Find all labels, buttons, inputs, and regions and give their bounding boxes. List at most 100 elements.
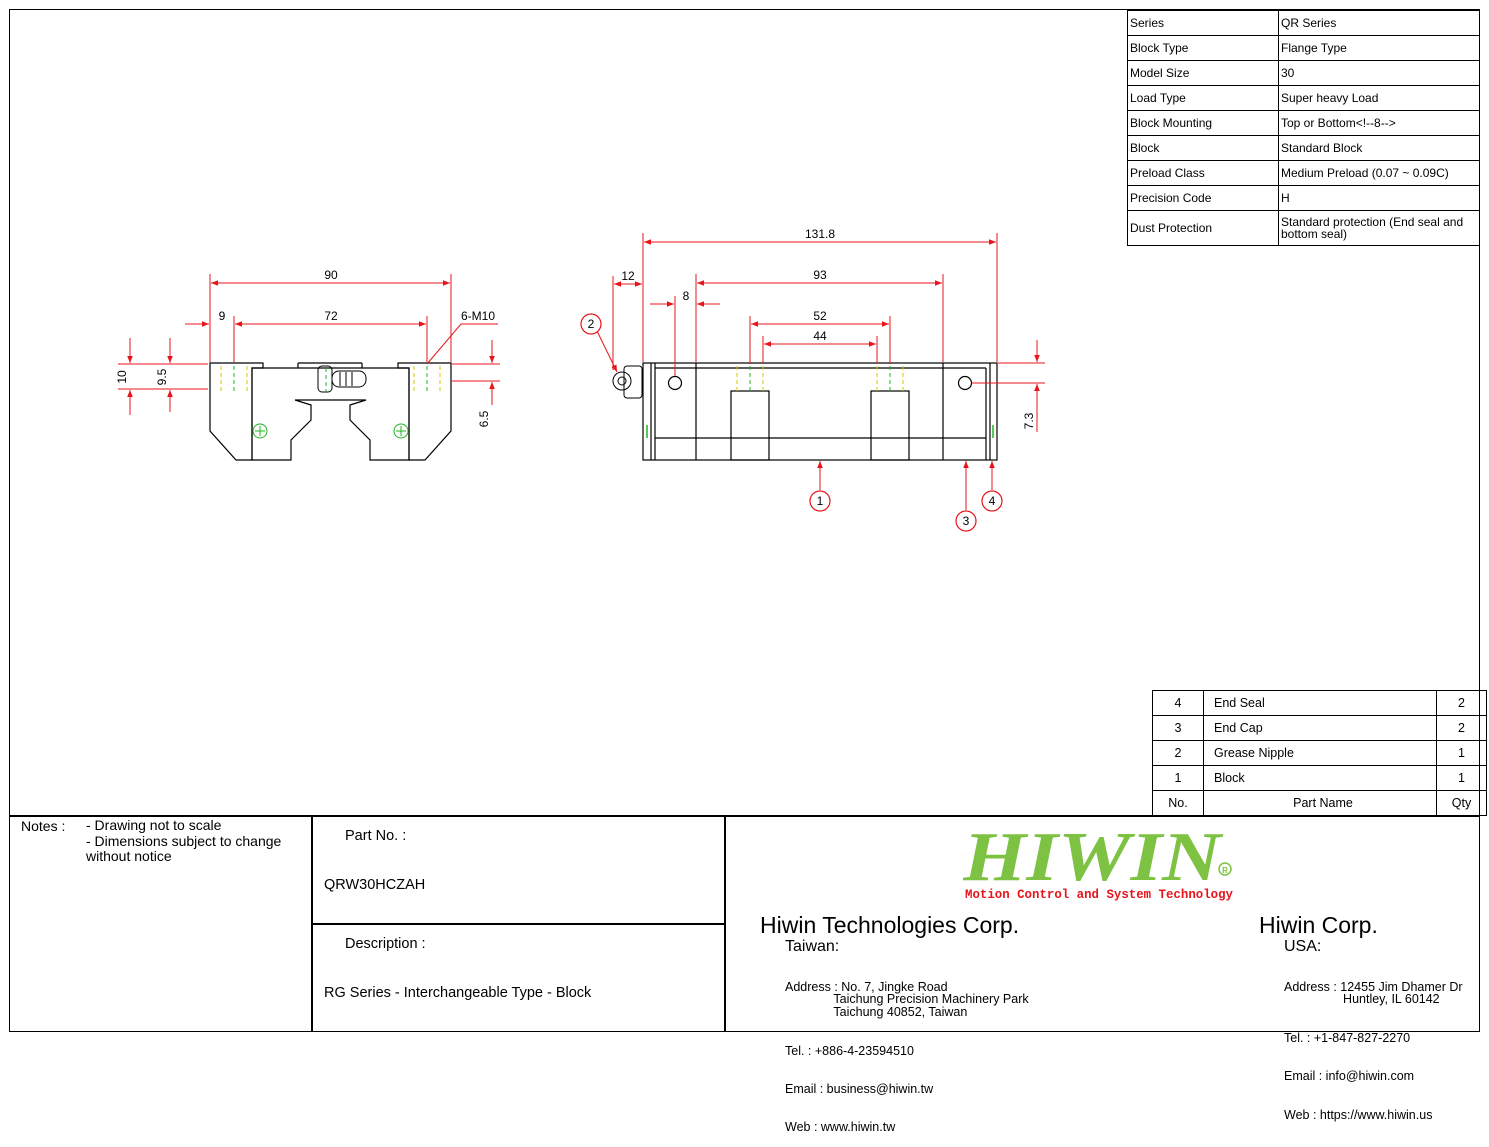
balloon-1-label: 1 [817,494,824,508]
spec-key: Block Type [1127,35,1279,61]
dim-thread-callout: 6-M10 [461,309,495,323]
part-no: 2 [1152,740,1204,766]
dim-hole-spacing-outer: 52 [813,309,827,323]
description-label: Description : [345,936,426,952]
spec-value: 30 [1278,60,1480,86]
part-qty: 1 [1436,740,1487,766]
email-taiwan[interactable]: Email : business@hiwin.tw [785,1081,934,1096]
dim-height-right: 6.5 [477,410,491,427]
part-no-value: QRW30HCZAH [324,877,426,893]
part-no-label: Part No. : [345,828,407,844]
corp-usa-name: Hiwin Corp. [1259,912,1378,938]
notes-list: - Drawing not to scale - Dimensions subj… [86,817,282,865]
front-screw-right [393,423,409,439]
parts-header-qty: Qty [1436,790,1487,816]
description-value: RG Series - Interchangeable Type - Block [324,985,592,1001]
hiwin-logo: HIWIN R Motion Control and System Techno… [963,819,1233,902]
part-qty: 2 [1436,715,1487,741]
parts-header-no: No. [1152,790,1204,816]
part-no: 1 [1152,765,1204,791]
part-no: 3 [1152,715,1204,741]
dim-height-inner: 9.5 [155,368,169,385]
logo-wordmark: HIWIN [963,819,1224,896]
spec-key: Block Mounting [1127,110,1279,136]
spec-key: Precision Code [1127,185,1279,211]
spec-key: Dust Protection [1127,210,1279,246]
balloon-2 [580,313,602,335]
spec-key: Model Size [1127,60,1279,86]
address-lines: Address : 12455 Jim Dhamer Dr Huntley, I… [1284,979,1463,1007]
web-usa[interactable]: Web : https://www.hiwin.us [1284,1107,1433,1122]
logo-tagline: Motion Control and System Technology [965,887,1233,902]
front-grease-nipple [317,365,367,393]
region-usa: USA: [1284,938,1322,955]
spec-value: QR Series [1278,10,1480,36]
spec-value: H [1278,185,1480,211]
dim-height-side: 7.3 [1022,412,1036,429]
side-view: 1 2 3 4 131.8 12 93 8 52 44 7.3 [580,227,1045,532]
part-qty: 1 [1436,765,1487,791]
registered-mark-icon [1218,862,1232,876]
front-flange-right [397,362,452,461]
dim-edge-offset: 9 [219,309,226,323]
email-usa[interactable]: Email : info@hiwin.com [1284,1069,1415,1084]
region-taiwan: Taiwan: [785,938,840,955]
part-qty: 2 [1436,690,1487,716]
technical-drawing: 90 9 72 6-M10 10 9.5 6.5 [115,227,1045,532]
title-block-divider-3 [311,923,725,925]
balloon-1 [809,490,831,512]
parts-header-name: Part Name [1203,790,1437,816]
drawing-frame [9,9,1480,1032]
spec-key: Block [1127,135,1279,161]
dim-nipple-offset: 12 [621,269,635,283]
part-no: 4 [1152,690,1204,716]
tel-taiwan: Tel. : +886-4-23594510 [785,1043,914,1058]
tel-usa: Tel. : +1-847-827-2270 [1284,1030,1411,1045]
part-name: End Cap [1203,715,1437,741]
note-item: - Drawing not to scale [86,817,222,833]
front-screw-left [252,423,268,439]
spec-key: Series [1127,10,1279,36]
address-lines: Address : No. 7, Jingke Road Taichung Pr… [785,979,1029,1020]
dim-overall-length: 131.8 [805,227,835,241]
dim-height-left: 10 [115,370,129,384]
spec-value: Super heavy Load [1278,85,1480,111]
note-item: without notice [86,848,172,864]
dim-hole-spacing: 72 [324,309,338,323]
title-block-top-border [9,815,1480,817]
dim-overall-width: 90 [324,268,338,282]
front-view: 90 9 72 6-M10 10 9.5 6.5 [115,268,500,461]
front-block-body [251,367,410,461]
side-grease-nipple [612,365,643,399]
spec-value: Standard Block [1278,135,1480,161]
spec-key: Preload Class [1127,160,1279,186]
spec-key: Load Type [1127,85,1279,111]
side-block-outline [642,362,998,461]
dim-hole-offset: 8 [683,289,690,303]
part-name: Grease Nipple [1203,740,1437,766]
spec-value: Top or Bottom<!--8--> [1278,110,1480,136]
corp-taiwan-name: Hiwin Technologies Corp. [760,912,1020,938]
spec-value: Standard protection (End seal and bottom… [1278,210,1480,246]
balloon-3-label: 3 [963,514,970,528]
note-item: - Dimensions subject to change [86,832,282,849]
part-name: End Seal [1203,690,1437,716]
web-taiwan[interactable]: Web : www.hiwin.tw [785,1120,896,1135]
dim-body-length: 93 [813,268,827,282]
notes-label: Notes : [21,818,66,834]
address-usa: Address : 12455 Jim Dhamer Dr Huntley, I… [1284,955,1463,1134]
spec-value: Flange Type [1278,35,1480,61]
